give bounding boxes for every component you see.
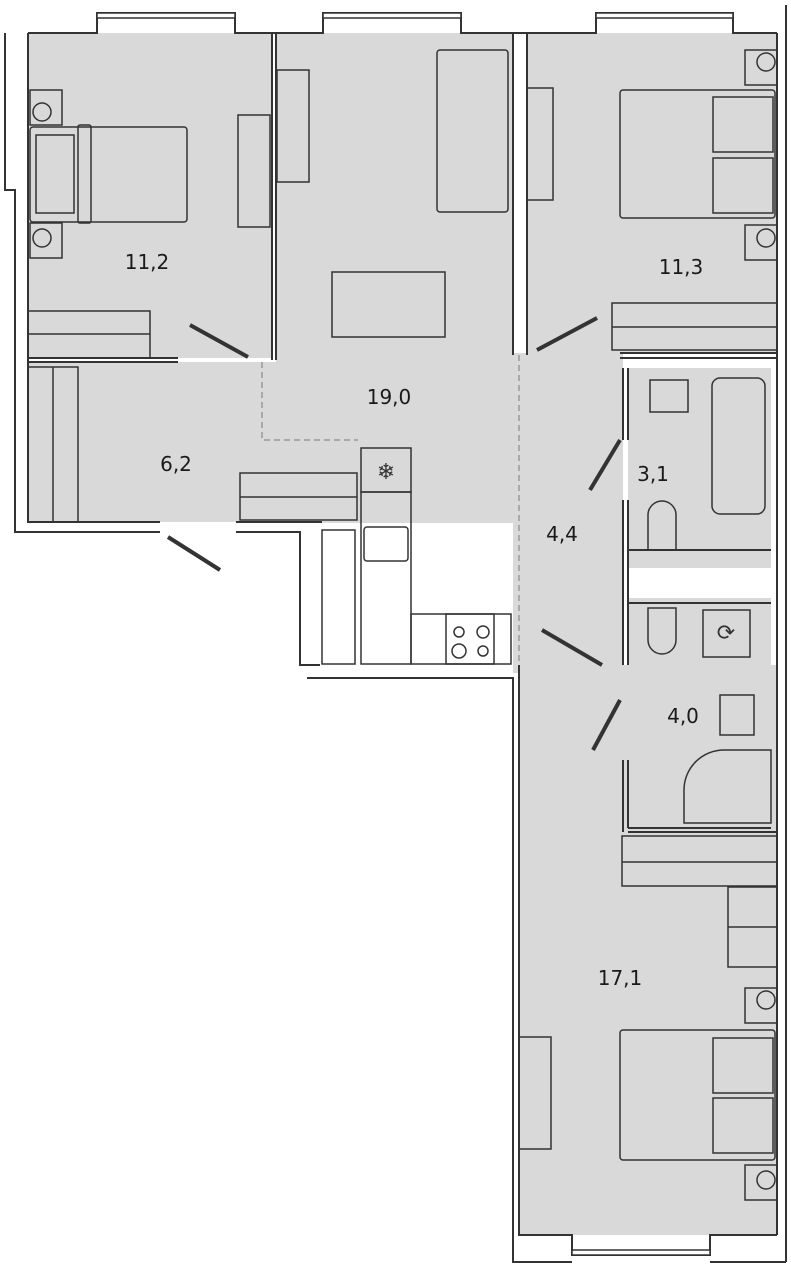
room-bedroom-1-fill <box>28 33 272 358</box>
sofa <box>436 49 509 213</box>
snowflake-icon: ❄ <box>377 459 395 484</box>
beds <box>29 89 776 1161</box>
area-label-corridor: 4,4 <box>546 522 578 546</box>
living-furniture <box>237 49 554 1150</box>
bed <box>619 89 776 219</box>
room-bedroom-2-fill <box>527 33 777 353</box>
door <box>591 699 622 751</box>
window <box>595 12 734 19</box>
door <box>588 438 622 492</box>
counter <box>360 491 412 665</box>
cabinet <box>321 529 356 665</box>
door <box>189 323 249 359</box>
kitchen <box>321 447 512 665</box>
area-label-bathroom-1: 3,1 <box>637 462 669 486</box>
door <box>166 535 222 572</box>
door <box>540 628 604 667</box>
bathroom-fixtures <box>647 377 772 824</box>
sink <box>363 526 409 562</box>
room-bedroom-3-fill <box>519 665 777 1235</box>
tv-stand <box>237 114 271 228</box>
window <box>322 12 462 19</box>
bathtub <box>711 377 766 515</box>
window <box>571 1249 711 1256</box>
tv-stand <box>526 87 554 201</box>
wardrobes <box>27 302 778 968</box>
rotate-arrows-icon: ⟳ <box>717 620 735 645</box>
window <box>96 12 236 19</box>
wardrobe <box>621 835 778 887</box>
toilet <box>647 607 677 655</box>
washing-machine <box>702 609 751 658</box>
bed <box>29 126 188 223</box>
toilet <box>647 500 677 551</box>
room-corridor-fill <box>513 353 623 673</box>
area-label-living-kitchen: 19,0 <box>366 385 412 409</box>
room-fills <box>28 33 777 1235</box>
door <box>536 316 598 352</box>
area-label-bedroom-2: 11,3 <box>658 255 704 279</box>
room-hall-fill <box>28 362 328 522</box>
stove <box>445 613 495 665</box>
washbasin <box>649 379 689 413</box>
area-label-bathroom-2: 4,0 <box>667 704 699 728</box>
dining-table <box>331 271 446 338</box>
windows <box>96 12 734 1256</box>
bed <box>619 1029 776 1161</box>
counter <box>410 613 512 665</box>
area-label-bedroom-1: 11,2 <box>124 250 170 274</box>
tv-stand <box>276 69 310 183</box>
area-label-hall: 6,2 <box>160 452 192 476</box>
doors <box>166 316 622 751</box>
nightstands <box>29 49 778 1201</box>
tv-stand <box>518 1036 552 1150</box>
shower <box>683 749 772 824</box>
washbasin <box>719 694 755 736</box>
area-label-bedroom-3: 17,1 <box>597 966 643 990</box>
room-bath-1-fill <box>628 368 771 568</box>
